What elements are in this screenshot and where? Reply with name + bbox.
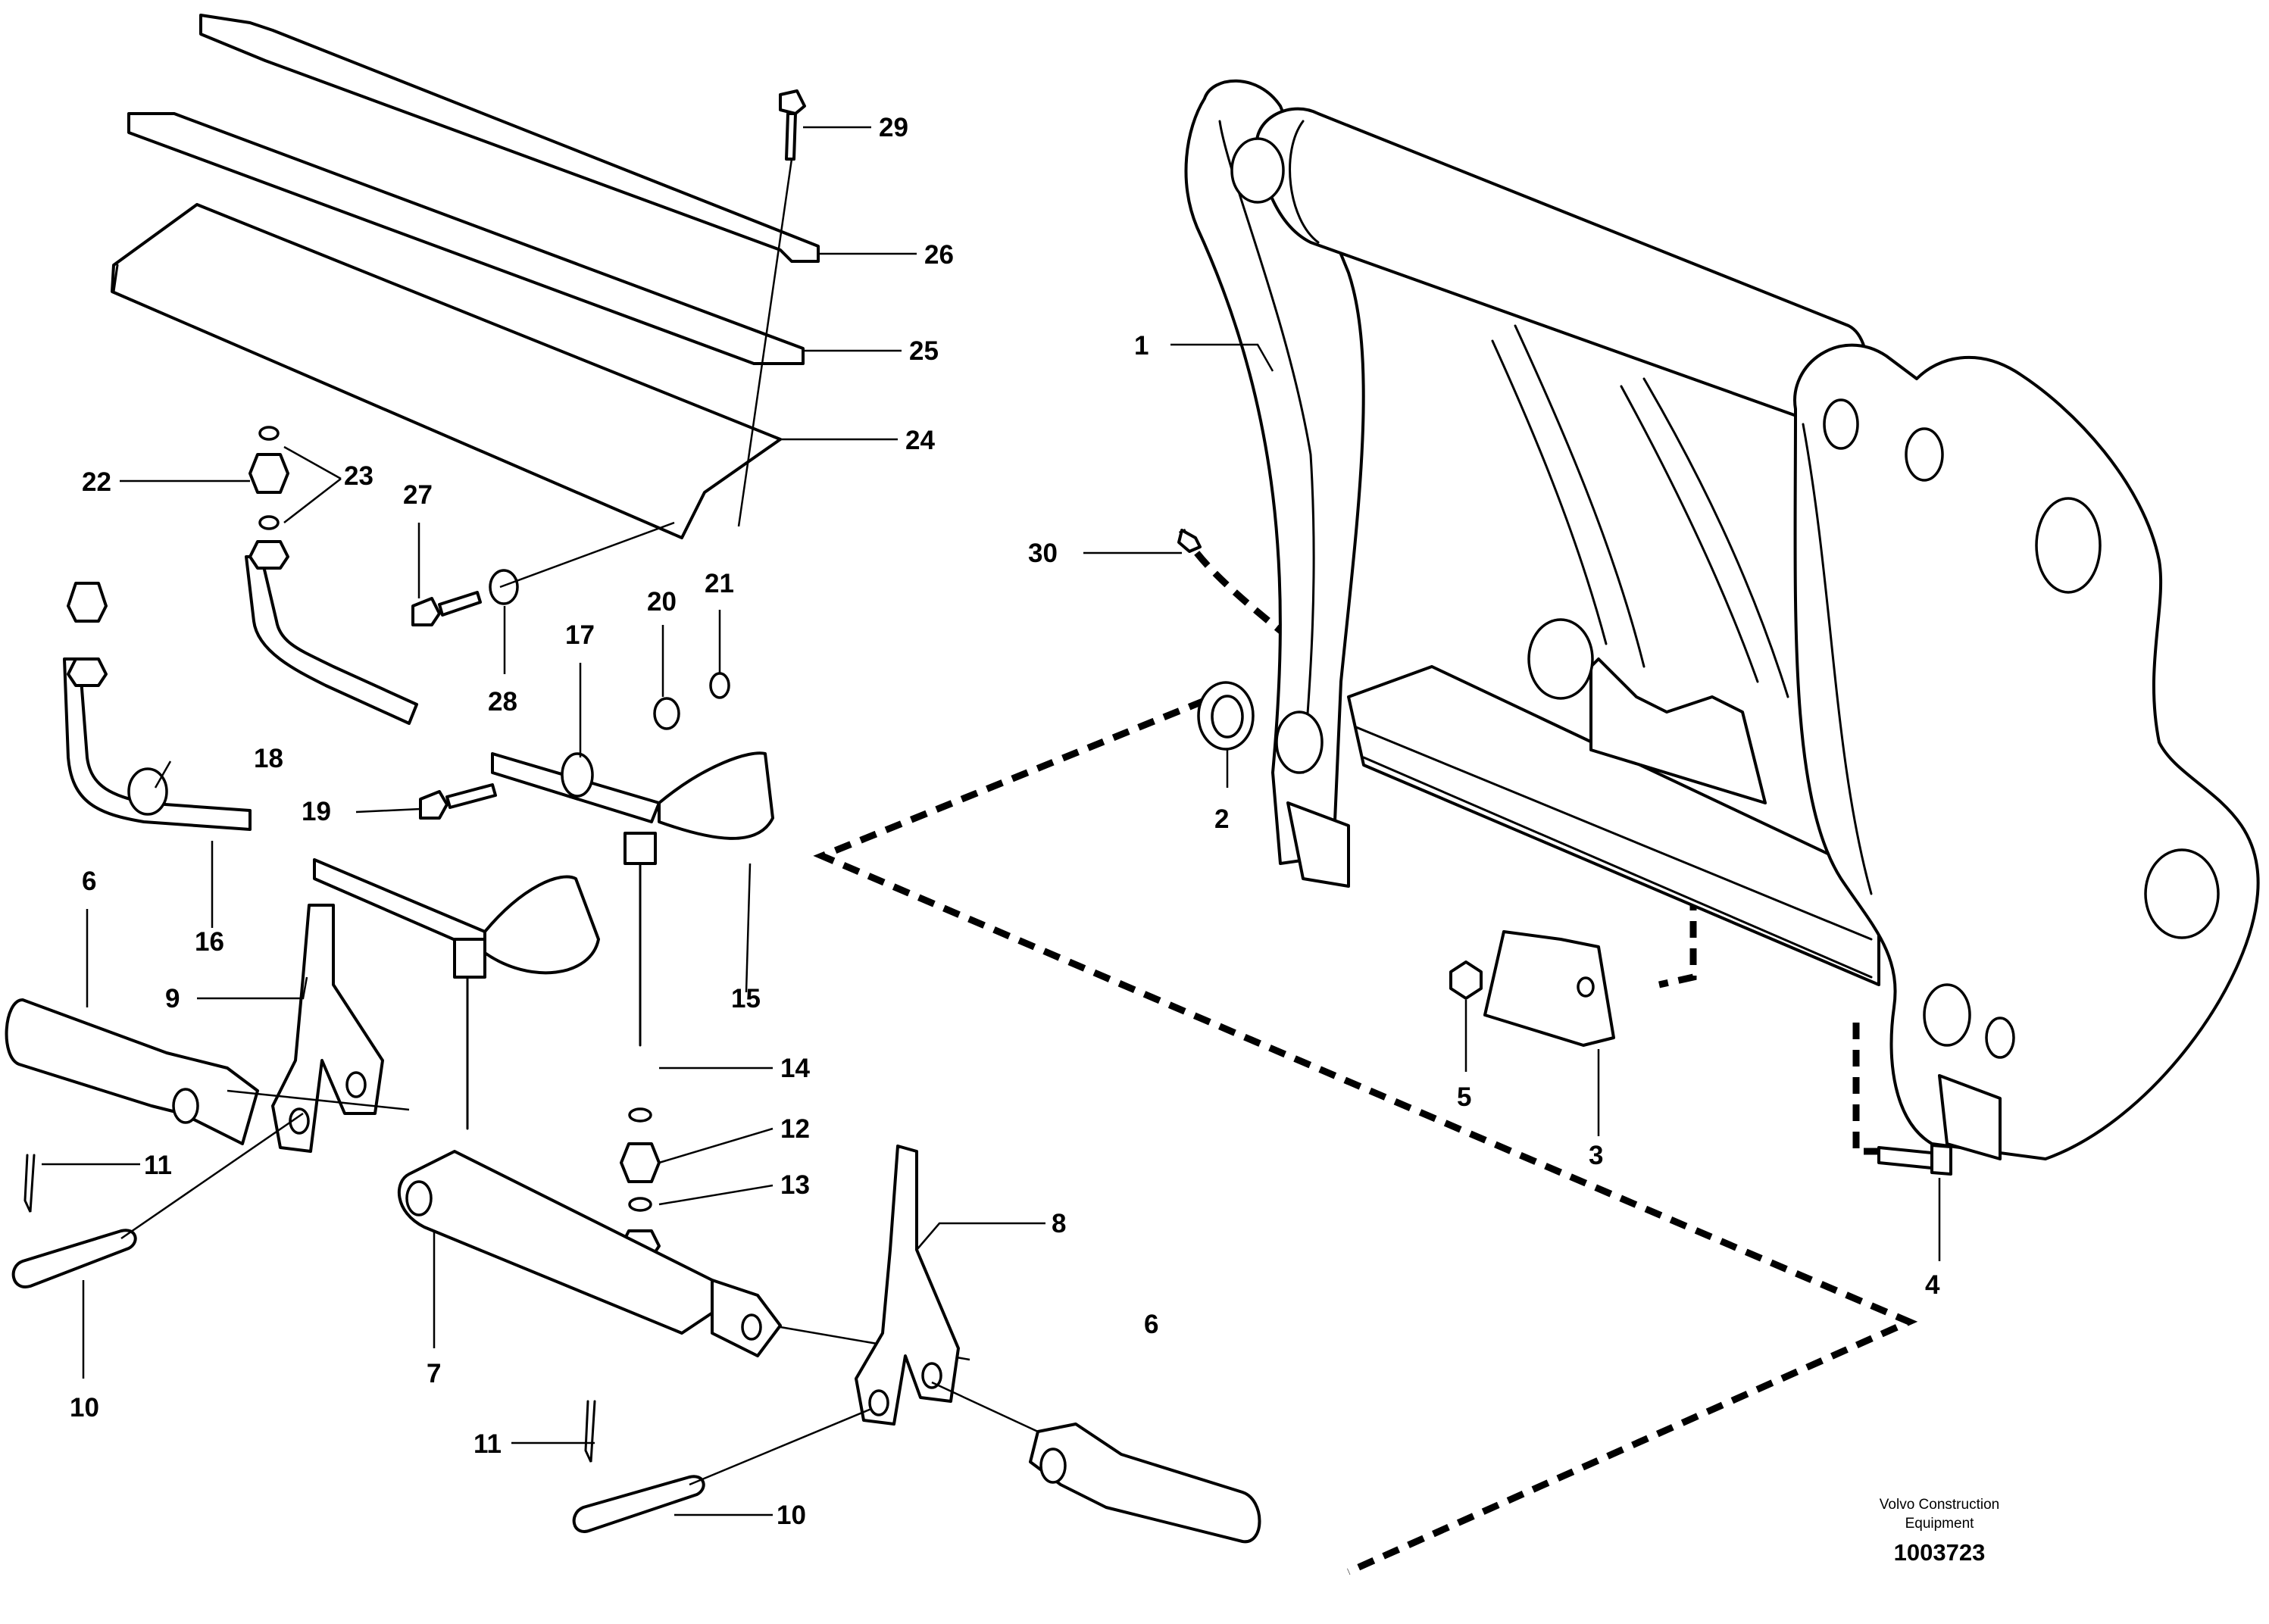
cover-plates <box>111 14 820 539</box>
bolt-part <box>1877 1144 1952 1176</box>
callout-1: 1 <box>1134 331 1149 361</box>
callout-7: 7 <box>427 1359 441 1388</box>
callout-29: 29 <box>879 113 908 142</box>
callout-27: 27 <box>403 480 433 510</box>
fittings <box>67 426 661 1259</box>
pins-and-cylinder <box>5 904 1261 1544</box>
main-frame-part <box>1177 79 2260 1160</box>
assembly-dashed-outline <box>813 528 1918 1576</box>
callout-2: 2 <box>1214 804 1229 834</box>
callout-8: 8 <box>1052 1209 1066 1238</box>
company-name-line2: Equipment <box>1905 1516 1975 1532</box>
callout-14: 14 <box>780 1054 810 1083</box>
callout-17: 17 <box>565 620 595 650</box>
callout-24: 24 <box>905 426 935 455</box>
fasteners <box>411 569 730 820</box>
callout-19: 19 <box>302 797 331 826</box>
callout-11-right: 11 <box>473 1429 502 1459</box>
callout-5: 5 <box>1457 1082 1471 1112</box>
callout-9: 9 <box>165 984 180 1013</box>
document-number: 1003723 <box>1894 1539 1986 1566</box>
callout-3: 3 <box>1589 1141 1603 1170</box>
callout-22: 22 <box>82 467 111 497</box>
callout-11-left: 11 <box>144 1151 172 1180</box>
callout-6-left: 6 <box>82 867 96 896</box>
callout-25: 25 <box>909 336 939 366</box>
callout-26: 26 <box>924 240 954 270</box>
callout-10-left: 10 <box>70 1393 99 1423</box>
callout-21: 21 <box>705 569 734 598</box>
bolt-29-part <box>737 89 806 527</box>
callout-leaders <box>42 126 1941 1516</box>
callout-13: 13 <box>780 1170 810 1200</box>
company-name-line1: Volvo Construction <box>1880 1497 1999 1513</box>
callout-4: 4 <box>1925 1270 1940 1300</box>
callout-labels: 1 2 3 4 5 6 6 7 8 9 10 10 11 11 12 13 14… <box>70 113 1940 1530</box>
callout-15: 15 <box>731 984 761 1013</box>
hydraulic-lines <box>63 555 774 1130</box>
callout-12: 12 <box>780 1114 810 1144</box>
callout-10-right: 10 <box>777 1501 806 1530</box>
callout-23: 23 <box>344 461 373 491</box>
callout-20: 20 <box>647 587 677 617</box>
footer-block: Volvo Construction Equipment 1003723 <box>1880 1497 1999 1566</box>
callout-28: 28 <box>488 687 517 717</box>
callout-30: 30 <box>1028 539 1058 568</box>
bracket-part <box>1449 930 1615 1047</box>
callout-16: 16 <box>195 927 224 957</box>
callout-18: 18 <box>254 744 283 773</box>
callout-6-right: 6 <box>1144 1310 1158 1339</box>
